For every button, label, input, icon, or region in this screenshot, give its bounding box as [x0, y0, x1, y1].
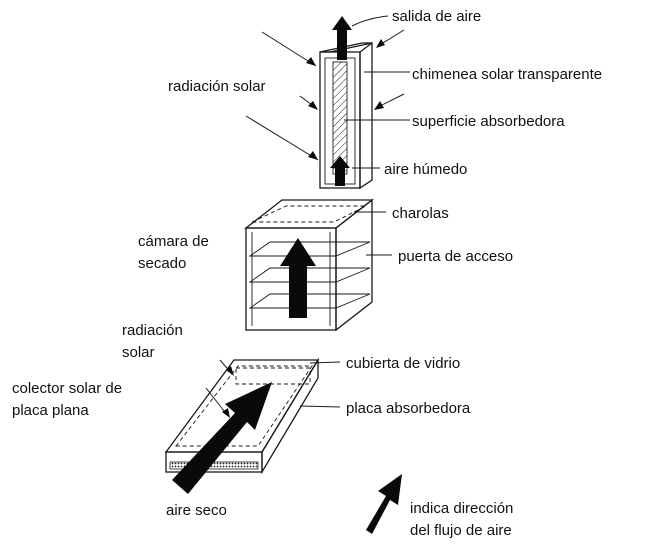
flat-plate-collector [164, 357, 320, 475]
label-cubierta: cubierta de vidrio [346, 355, 460, 372]
label-radiacion-solar-top: radiación solar [168, 78, 266, 95]
legend-arrow [366, 474, 402, 534]
label-charolas: charolas [392, 205, 449, 222]
label-radiacion-bottom-2: solar [122, 344, 155, 361]
trays [248, 241, 371, 309]
label-colector-1: colector solar de [12, 380, 122, 397]
airflow-arrows [172, 16, 402, 534]
insulation-layer [169, 461, 259, 470]
labels: salida de aire radiación solar chimenea … [12, 8, 602, 539]
legend-text-2: del flujo de aire [410, 522, 512, 539]
label-placa: placa absorbedora [346, 400, 471, 417]
arrow-camara [280, 238, 316, 318]
arrow-salida-aire [332, 16, 352, 60]
radiation-arrows [205, 29, 405, 418]
label-radiacion-bottom-1: radiación [122, 322, 183, 339]
label-aire-humedo: aire húmedo [384, 161, 467, 178]
label-leaders [299, 15, 410, 408]
label-aire-seco: aire seco [166, 502, 227, 519]
label-camara-2: secado [138, 255, 186, 272]
arrow-colector [172, 382, 272, 494]
glass-cover [235, 367, 311, 385]
label-chimenea: chimenea solar transparente [412, 66, 602, 83]
label-superficie: superficie absorbedora [412, 113, 565, 130]
arrow-aire-humedo [330, 156, 350, 186]
label-puerta: puerta de acceso [398, 248, 513, 265]
label-salida-aire: salida de aire [392, 8, 481, 25]
legend-text-1: indica dirección [410, 500, 513, 517]
drying-chamber [244, 198, 374, 332]
label-colector-2: placa plana [12, 402, 89, 419]
label-camara-1: cámara de [138, 233, 209, 250]
